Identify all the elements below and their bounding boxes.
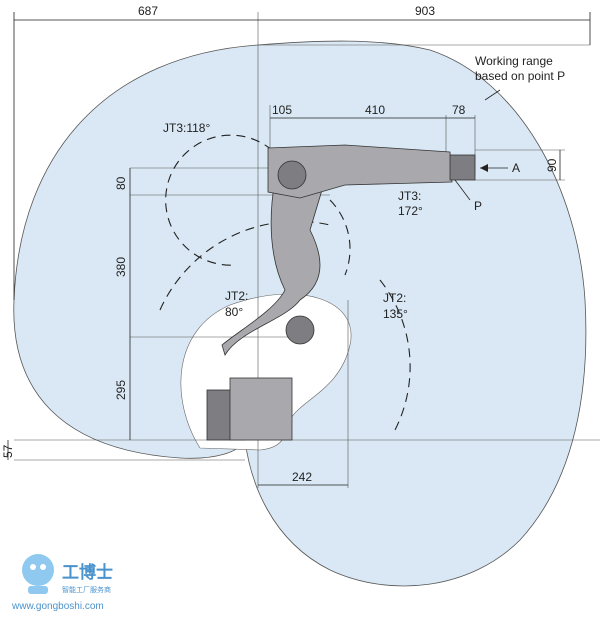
- robot-wrist: [449, 154, 476, 181]
- watermark-brand: 工博士: [62, 562, 113, 583]
- point-p-label: P: [474, 199, 482, 213]
- working-range-label-line2: based on point P: [475, 69, 565, 83]
- dim-903-label: 903: [415, 4, 435, 18]
- robot-mascot-icon: [22, 554, 54, 594]
- jt2-joint: [285, 315, 315, 345]
- watermark: 工博士 智能工厂服务商 www.gongboshi.com: [11, 554, 113, 612]
- dim-90-label: 90: [545, 158, 559, 172]
- point-p-leader: [454, 179, 471, 201]
- jt2-80-label-line1: JT2:: [225, 289, 248, 303]
- point-a-label: A: [512, 161, 520, 175]
- dim-410-label: 410: [365, 103, 385, 117]
- robot-arm: [206, 144, 476, 441]
- robot-base: [229, 377, 293, 441]
- jt2-135-label-line1: JT2:: [383, 291, 406, 305]
- dim-80-label: 80: [114, 176, 128, 190]
- jt3-joint: [277, 160, 307, 190]
- point-a-arrowhead: [480, 164, 488, 172]
- dim-78-label: 78: [452, 103, 466, 117]
- dim-242-label: 242: [292, 470, 312, 484]
- working-range-label-line1: Working range: [475, 54, 553, 68]
- jt3-arc-118: [165, 134, 273, 266]
- jt3-172-label-line2: 172°: [398, 204, 423, 218]
- jt2-arc-135: [379, 279, 411, 431]
- jt2-135-label-line2: 135°: [383, 307, 408, 321]
- working-range-leader: [484, 89, 501, 101]
- watermark-url: www.gongboshi.com: [11, 601, 104, 612]
- dim-687-label: 687: [138, 4, 158, 18]
- jt3-118-label: JT3:118°: [163, 121, 210, 135]
- dim-57-label: 57: [1, 444, 15, 458]
- watermark-subtitle: 智能工厂服务商: [62, 585, 111, 594]
- jt2-80-label-line2: 80°: [225, 305, 243, 319]
- dim-380-label: 380: [114, 257, 128, 277]
- jt3-arc-172: [329, 199, 351, 276]
- jt3-172-label-line1: JT3:: [398, 189, 421, 203]
- dim-295-label: 295: [114, 380, 128, 400]
- dim-105-label: 105: [272, 103, 292, 117]
- robot-upper-link: [267, 144, 453, 199]
